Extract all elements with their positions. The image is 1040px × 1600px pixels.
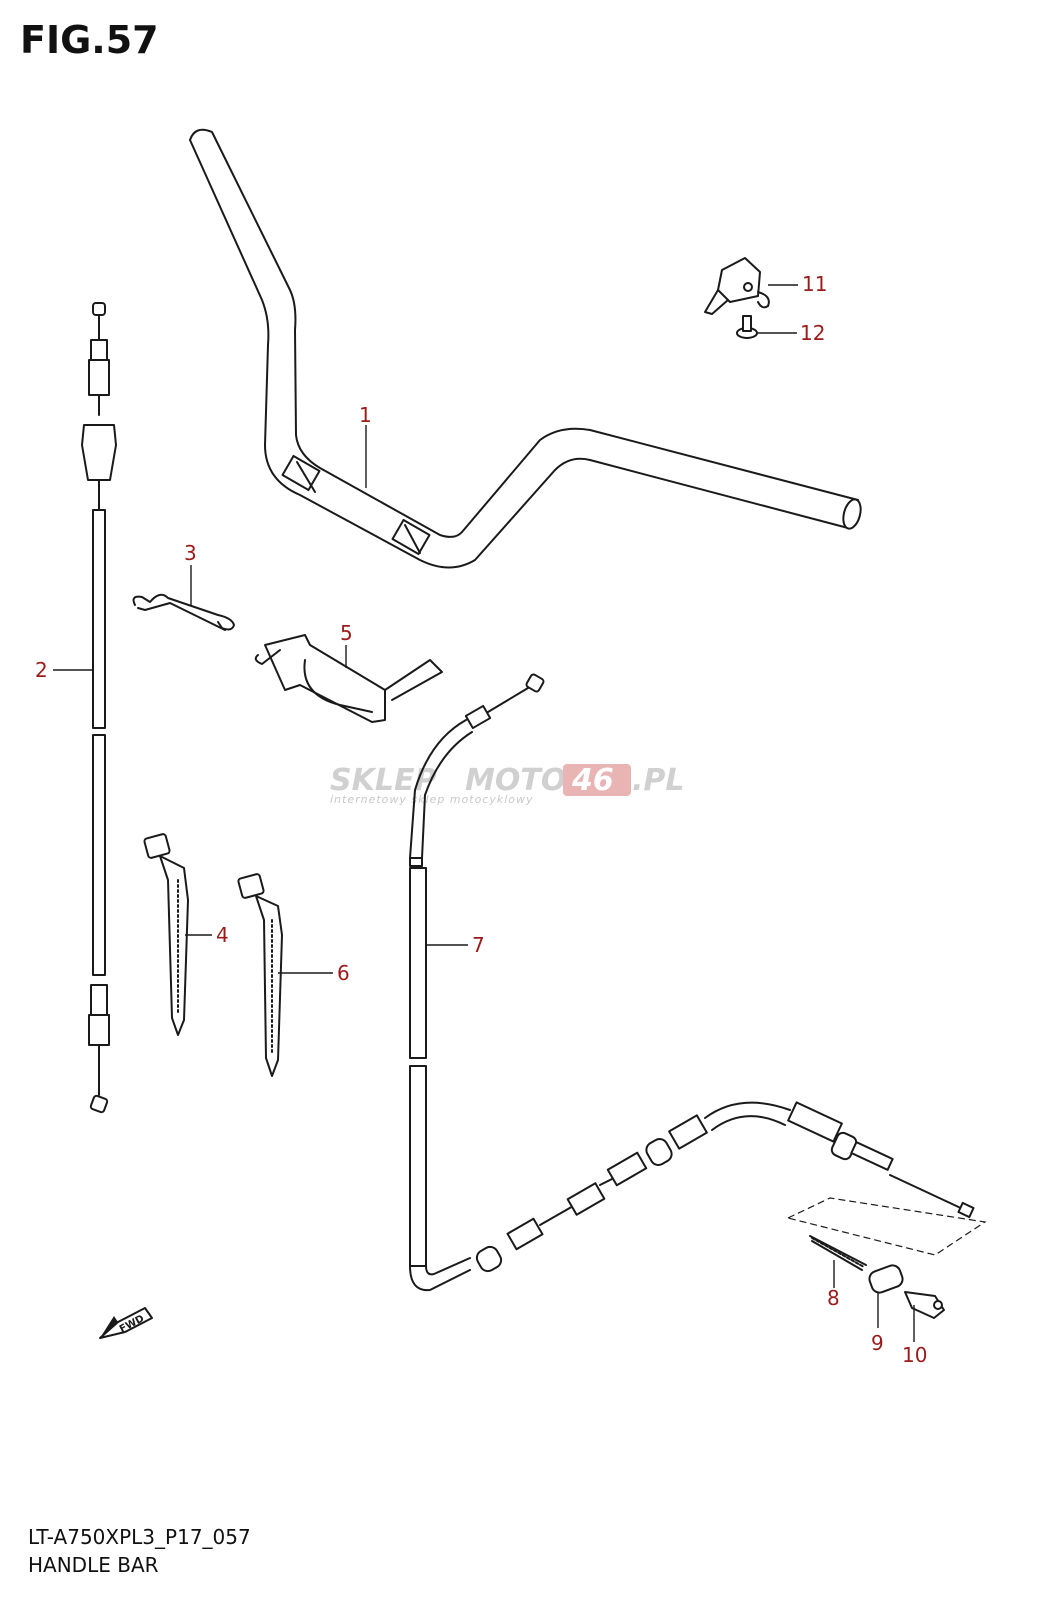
callout-8: 8: [827, 1286, 840, 1310]
watermark-brand-num: 46: [571, 763, 614, 798]
callout-2: 2: [35, 658, 48, 682]
clutch-cable-illustration: [81, 302, 117, 1114]
watermark-brand-suffix: .PL: [632, 763, 685, 798]
callouts: 1 2 3 4 5 6 7 8 9 10 11 12: [35, 272, 927, 1367]
watermark-brand-mid: MOTO: [465, 763, 566, 798]
inset-outline: [786, 1197, 987, 1256]
leader-lines: [53, 284, 915, 1342]
adjuster-illustration: [904, 1291, 945, 1319]
cable-tie-4-illustration: [143, 833, 189, 1036]
watermark-tagline: internetowy sklep motocyklowy: [330, 793, 534, 806]
callout-5: 5: [340, 621, 353, 645]
throttle-cable-illustration: [409, 673, 975, 1292]
wire-clip-illustration: [132, 593, 235, 631]
callout-12: 12: [800, 321, 825, 345]
callout-11: 11: [802, 272, 827, 296]
callout-7: 7: [472, 933, 485, 957]
fwd-arrow: FWD: [99, 1307, 153, 1339]
model-code: LT-A750XPL3_P17_057: [28, 1525, 251, 1549]
callout-3: 3: [184, 541, 197, 565]
spring-illustration: [809, 1235, 867, 1271]
watermark: SKLEP MOTO 46 .PL internetowy sklep moto…: [330, 763, 685, 806]
figure-title: FIG.57: [20, 18, 159, 62]
cable-tie-6-illustration: [237, 873, 283, 1077]
callout-1: 1: [359, 403, 372, 427]
switch-bracket-illustration: [704, 257, 770, 315]
figure-caption: HANDLE BAR: [28, 1553, 159, 1577]
callout-9: 9: [871, 1331, 884, 1355]
sleeve-illustration: [868, 1264, 904, 1294]
bracket-illustration: [254, 634, 443, 723]
handlebar-illustration: [189, 128, 862, 569]
screw-illustration: [736, 315, 758, 339]
watermark-badge: [563, 764, 631, 796]
callout-10: 10: [902, 1343, 927, 1367]
callout-4: 4: [216, 923, 229, 947]
callout-6: 6: [337, 961, 350, 985]
